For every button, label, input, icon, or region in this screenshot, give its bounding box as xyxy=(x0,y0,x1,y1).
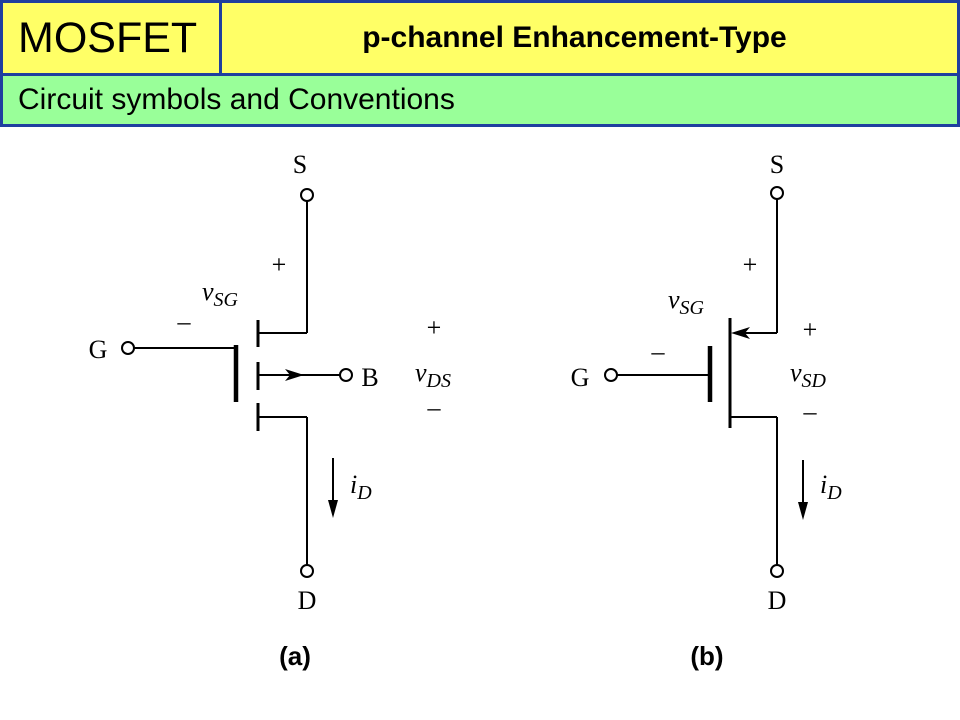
a-source-label: S xyxy=(293,150,307,179)
b-vsg-symbol: v xyxy=(668,285,680,314)
a-current-symbol: i xyxy=(350,470,357,499)
b-drain-terminal xyxy=(770,564,784,578)
b-vsd-minus: – xyxy=(803,397,818,426)
a-vsg-minus: – xyxy=(177,307,192,336)
b-vsg-subscript: SG xyxy=(680,297,705,319)
a-drain-label: D xyxy=(298,586,317,615)
b-vsg-minus: – xyxy=(651,337,666,366)
b-vsd-plus: + xyxy=(803,315,818,344)
a-vsg-plus: + xyxy=(272,250,287,279)
b-current-subscript: D xyxy=(826,482,842,504)
a-vsg-subscript: SG xyxy=(214,289,239,311)
a-vds-plus: + xyxy=(427,313,442,342)
a-current-arrow-icon xyxy=(328,500,338,518)
slide-title: MOSFET xyxy=(3,3,222,73)
b-vsd-label: vSD xyxy=(790,358,827,392)
b-current-arrow-icon xyxy=(798,502,808,520)
a-gate-label: G xyxy=(89,335,108,364)
diagram-b: S G D + vSG – + vSD – iD (b) xyxy=(571,150,843,671)
b-vsg-plus: + xyxy=(743,250,758,279)
a-vsg-label: vSG xyxy=(202,277,239,311)
slide-subtitle: p-channel Enhancement-Type xyxy=(362,21,787,54)
a-vds-label: vDS xyxy=(415,358,451,392)
b-current-label: iD xyxy=(820,470,842,504)
b-vsg-label: vSG xyxy=(668,285,705,319)
b-current-symbol: i xyxy=(820,470,827,499)
b-source-label: S xyxy=(770,150,784,179)
section-banner: Circuit symbols and Conventions xyxy=(3,76,957,124)
b-vsd-symbol: v xyxy=(790,358,802,387)
a-current-subscript: D xyxy=(356,482,372,504)
b-gate-terminal xyxy=(604,368,618,382)
a-current-label: iD xyxy=(350,470,372,504)
a-vds-symbol: v xyxy=(415,358,427,387)
a-gate-terminal xyxy=(121,341,135,355)
diagram-a: S G B D + vSG – + vDS – iD (a) xyxy=(89,150,451,671)
title-row: MOSFET p-channel Enhancement-Type xyxy=(3,3,957,76)
a-vds-subscript: DS xyxy=(426,370,451,392)
b-vsd-subscript: SD xyxy=(802,370,827,392)
slide-header: MOSFET p-channel Enhancement-Type Circui… xyxy=(0,0,960,127)
b-source-arrow-icon xyxy=(731,327,750,339)
a-body-arrow-icon xyxy=(285,369,304,381)
a-source-terminal xyxy=(300,188,314,202)
b-gate-label: G xyxy=(571,363,590,392)
a-caption: (a) xyxy=(279,641,311,671)
b-drain-label: D xyxy=(768,586,787,615)
a-vds-minus: – xyxy=(427,393,442,422)
a-vsg-symbol: v xyxy=(202,277,214,306)
b-caption: (b) xyxy=(690,641,723,671)
b-source-terminal xyxy=(770,186,784,200)
a-drain-terminal xyxy=(300,564,314,578)
a-body-label: B xyxy=(361,363,378,392)
a-body-terminal xyxy=(339,368,353,382)
